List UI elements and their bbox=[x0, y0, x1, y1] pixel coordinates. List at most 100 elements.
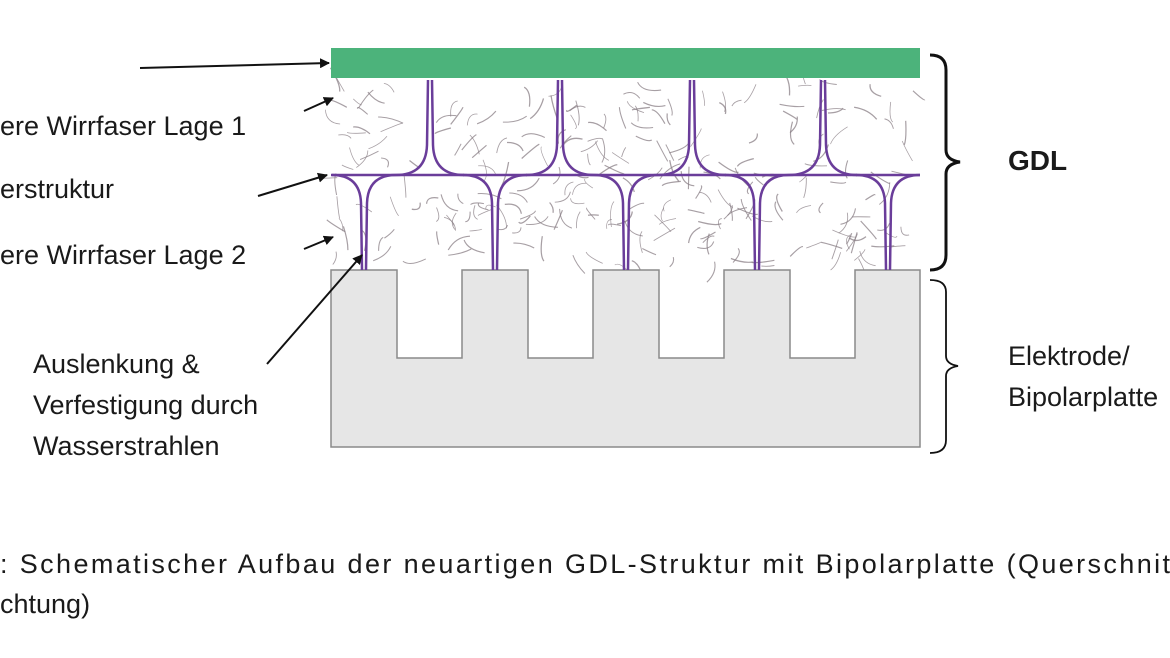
fiber-strand bbox=[903, 120, 907, 146]
fiber-strand bbox=[504, 203, 523, 214]
fiber-strand bbox=[553, 210, 563, 230]
fiber-strand bbox=[850, 232, 858, 254]
fiber-strand bbox=[695, 185, 703, 199]
fiber-strand bbox=[746, 181, 754, 195]
fiber-strand bbox=[830, 181, 847, 184]
fiber-strand bbox=[444, 216, 456, 231]
fiber-strand bbox=[818, 202, 824, 214]
fiber-strand bbox=[450, 107, 464, 125]
fiber-strand bbox=[607, 223, 622, 227]
fiber-strand bbox=[699, 191, 712, 203]
fiber-strand bbox=[477, 203, 489, 211]
fiber-strand bbox=[540, 236, 545, 262]
fiber-strand bbox=[451, 212, 457, 230]
fiber-strand bbox=[659, 163, 681, 180]
fiber-strand bbox=[669, 256, 675, 268]
fiber-strand bbox=[332, 251, 337, 265]
fiber-strand bbox=[761, 265, 775, 267]
fiber-strand bbox=[435, 114, 457, 123]
fiber-strand bbox=[635, 135, 653, 142]
fiber-strand bbox=[482, 159, 487, 183]
fiber-strand bbox=[730, 257, 753, 263]
fiber-strand bbox=[477, 208, 494, 216]
fiber-strand bbox=[789, 245, 804, 257]
fiber-strand bbox=[774, 201, 784, 221]
label-auslenkung-line-2: Verfestigung durch bbox=[33, 390, 258, 420]
fiber-strand bbox=[599, 164, 618, 175]
fiber-strand bbox=[496, 137, 508, 154]
fiber-strand bbox=[587, 153, 591, 166]
fiber-strand bbox=[860, 220, 877, 240]
fiber-structure-segment bbox=[757, 173, 790, 271]
fiber-strand bbox=[813, 144, 829, 162]
fiber-strand bbox=[381, 157, 390, 168]
fiber-strand bbox=[838, 212, 849, 234]
fiber-strand bbox=[782, 110, 798, 120]
fiber-strand bbox=[663, 199, 672, 212]
label-auslenkung-line-1: Auslenkung & bbox=[33, 349, 200, 379]
fiber-strand bbox=[359, 150, 379, 161]
fiber-strand bbox=[554, 191, 571, 203]
fiber-strand bbox=[618, 107, 627, 129]
fiber-strand bbox=[512, 227, 522, 234]
fiber-strand bbox=[384, 228, 395, 239]
fiber-structure-segment bbox=[525, 79, 560, 177]
fiber-strand bbox=[912, 90, 926, 101]
fiber-strand bbox=[718, 161, 739, 173]
fiber-strand bbox=[622, 177, 635, 193]
fiber-strand bbox=[740, 198, 752, 221]
fiber-strand bbox=[378, 236, 384, 251]
fiber-strand bbox=[653, 227, 676, 241]
fiber-strand bbox=[469, 228, 483, 232]
fiber-strand bbox=[540, 146, 549, 167]
fiber-strand bbox=[561, 137, 583, 147]
fiber-strand bbox=[356, 150, 369, 168]
fiber-strand bbox=[572, 182, 587, 195]
fiber-strand bbox=[697, 241, 715, 250]
fiber-strand bbox=[478, 165, 497, 175]
fiber-strand bbox=[325, 109, 341, 125]
fiber-strand bbox=[564, 181, 574, 196]
arrow-top-layer bbox=[139, 58, 330, 69]
fiber-strand bbox=[601, 138, 606, 163]
label-wirrfaser-lage-1: ere Wirrfaser Lage 1 bbox=[0, 111, 246, 141]
fiber-strand bbox=[584, 178, 594, 189]
fiber-strand bbox=[830, 126, 848, 145]
fiber-strand bbox=[328, 99, 348, 108]
fiber-strand bbox=[586, 207, 596, 220]
fiber-strand bbox=[844, 160, 849, 179]
fiber-structure-segment bbox=[823, 79, 858, 177]
fiber-strand bbox=[884, 118, 894, 129]
fiber-strand bbox=[411, 202, 421, 211]
fiber-strand bbox=[353, 98, 362, 106]
fiber-strand bbox=[454, 143, 462, 156]
fiber-strand bbox=[779, 103, 805, 108]
fiber-strand bbox=[859, 251, 876, 267]
fiber-strand bbox=[789, 121, 795, 145]
label-elektrode-line-2: Bipolarplatte bbox=[1008, 382, 1158, 412]
fiber-strand bbox=[654, 214, 672, 233]
fiber-strand bbox=[502, 115, 527, 123]
fiber-structure-segment bbox=[395, 79, 430, 177]
fiber-strand bbox=[518, 215, 531, 224]
fiber-strand bbox=[585, 251, 603, 264]
fiber-strand bbox=[569, 105, 586, 112]
fiber-strand bbox=[702, 90, 705, 106]
fiber-strand bbox=[698, 220, 722, 226]
fiber-strand bbox=[426, 197, 439, 204]
fiber-strand bbox=[869, 84, 882, 97]
fiber-strand bbox=[435, 207, 440, 222]
fiber-strand bbox=[367, 91, 385, 104]
fiber-strand bbox=[338, 134, 352, 139]
fiber-strand bbox=[403, 173, 407, 198]
fiber-strand bbox=[523, 86, 531, 107]
fiber-strand bbox=[434, 127, 452, 135]
label-gdl: GDL bbox=[1008, 145, 1067, 176]
fiber-strand bbox=[383, 82, 395, 93]
fiber-strand bbox=[519, 210, 536, 220]
fiber-structure-segment bbox=[626, 173, 659, 271]
fiber-strand bbox=[342, 226, 349, 251]
fiber-strand bbox=[820, 241, 843, 249]
fiber-structure-segment bbox=[855, 173, 888, 271]
fiber-strand bbox=[450, 100, 458, 117]
